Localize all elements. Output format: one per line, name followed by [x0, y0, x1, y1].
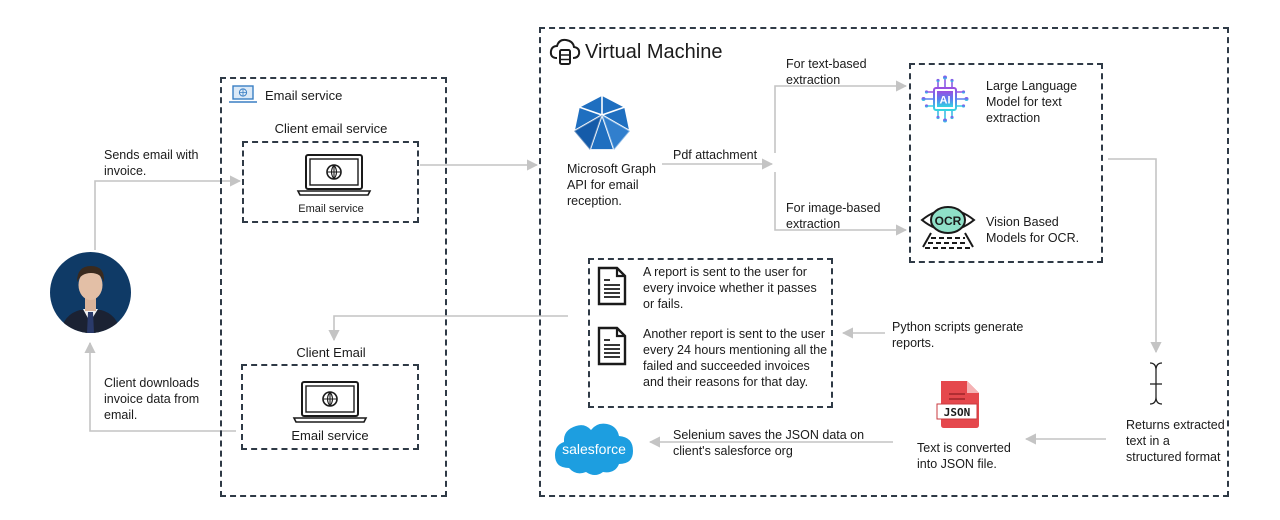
- salesforce-logo: salesforce: [551, 418, 637, 483]
- cloud-server-icon: [549, 38, 581, 71]
- laptop-globe-icon: [292, 380, 368, 430]
- arrow-models-to-returns: [1108, 158, 1162, 354]
- report-item-2: Another report is sent to the user every…: [643, 327, 828, 389]
- svg-text:AI: AI: [940, 95, 951, 107]
- arrow-client-email-to-user: [84, 341, 236, 432]
- client-email-title: Client Email: [296, 345, 366, 360]
- laptop-globe-icon: [229, 85, 257, 110]
- json-file-icon: JSON: [935, 379, 981, 434]
- downloads-label: Client downloads invoice data from email…: [104, 376, 200, 422]
- ocr-label: Vision Based Models for OCR.: [986, 215, 1080, 245]
- client-email-box[interactable]: [241, 364, 419, 450]
- microsoft-graph-icon: [572, 93, 632, 158]
- llm-label: Large Language Model for text extraction: [986, 79, 1078, 125]
- report-item-1: A report is sent to the user for every i…: [643, 265, 817, 311]
- client-email-service-caption: Email service: [298, 203, 364, 215]
- client-email-service-title: Client email service: [274, 121, 388, 136]
- arrow-user-to-email-service: [94, 175, 242, 250]
- pdf-attachment-label: Pdf attachment: [673, 148, 758, 162]
- text-branch-label: For text-based extraction: [786, 57, 867, 87]
- ocr-eye-icon: OCR: [919, 205, 977, 255]
- python-label: Python scripts generate reports.: [892, 320, 1024, 350]
- salesforce-text: salesforce: [562, 441, 626, 457]
- text-cursor-icon: [1149, 362, 1163, 405]
- person-icon: [60, 266, 121, 333]
- user-avatar: [50, 252, 131, 333]
- image-branch-label: For image-based extraction: [786, 201, 881, 231]
- reports-box: [588, 258, 833, 408]
- graph-api-label: Microsoft Graph API for email reception.: [567, 162, 656, 208]
- selenium-label: Selenium saves the JSON data on client's…: [673, 428, 865, 458]
- ai-chip-icon: AI: [920, 74, 970, 129]
- returns-label: Returns extracted text in a structured f…: [1126, 418, 1225, 464]
- sends-email-label: Sends email with invoice.: [104, 148, 199, 178]
- models-box: [909, 63, 1103, 263]
- arrow-reports-to-client-email: [328, 315, 568, 342]
- svg-text:OCR: OCR: [935, 214, 962, 228]
- json-label: Text is converted into JSON file.: [917, 441, 1011, 471]
- client-email-caption: Email service: [291, 428, 369, 443]
- arrow-to-ocr: [774, 172, 908, 236]
- virtual-machine-group: [539, 27, 1229, 497]
- email-service-group: [220, 77, 447, 497]
- email-service-group-title: Email service: [265, 88, 343, 103]
- json-icon-text: JSON: [944, 406, 971, 419]
- arrow-to-llm: [774, 80, 908, 153]
- document-icon: [597, 326, 627, 371]
- client-email-service-box[interactable]: [242, 141, 419, 223]
- document-icon: [597, 266, 627, 311]
- virtual-machine-title: Virtual Machine: [585, 41, 723, 63]
- laptop-globe-icon: [296, 153, 372, 203]
